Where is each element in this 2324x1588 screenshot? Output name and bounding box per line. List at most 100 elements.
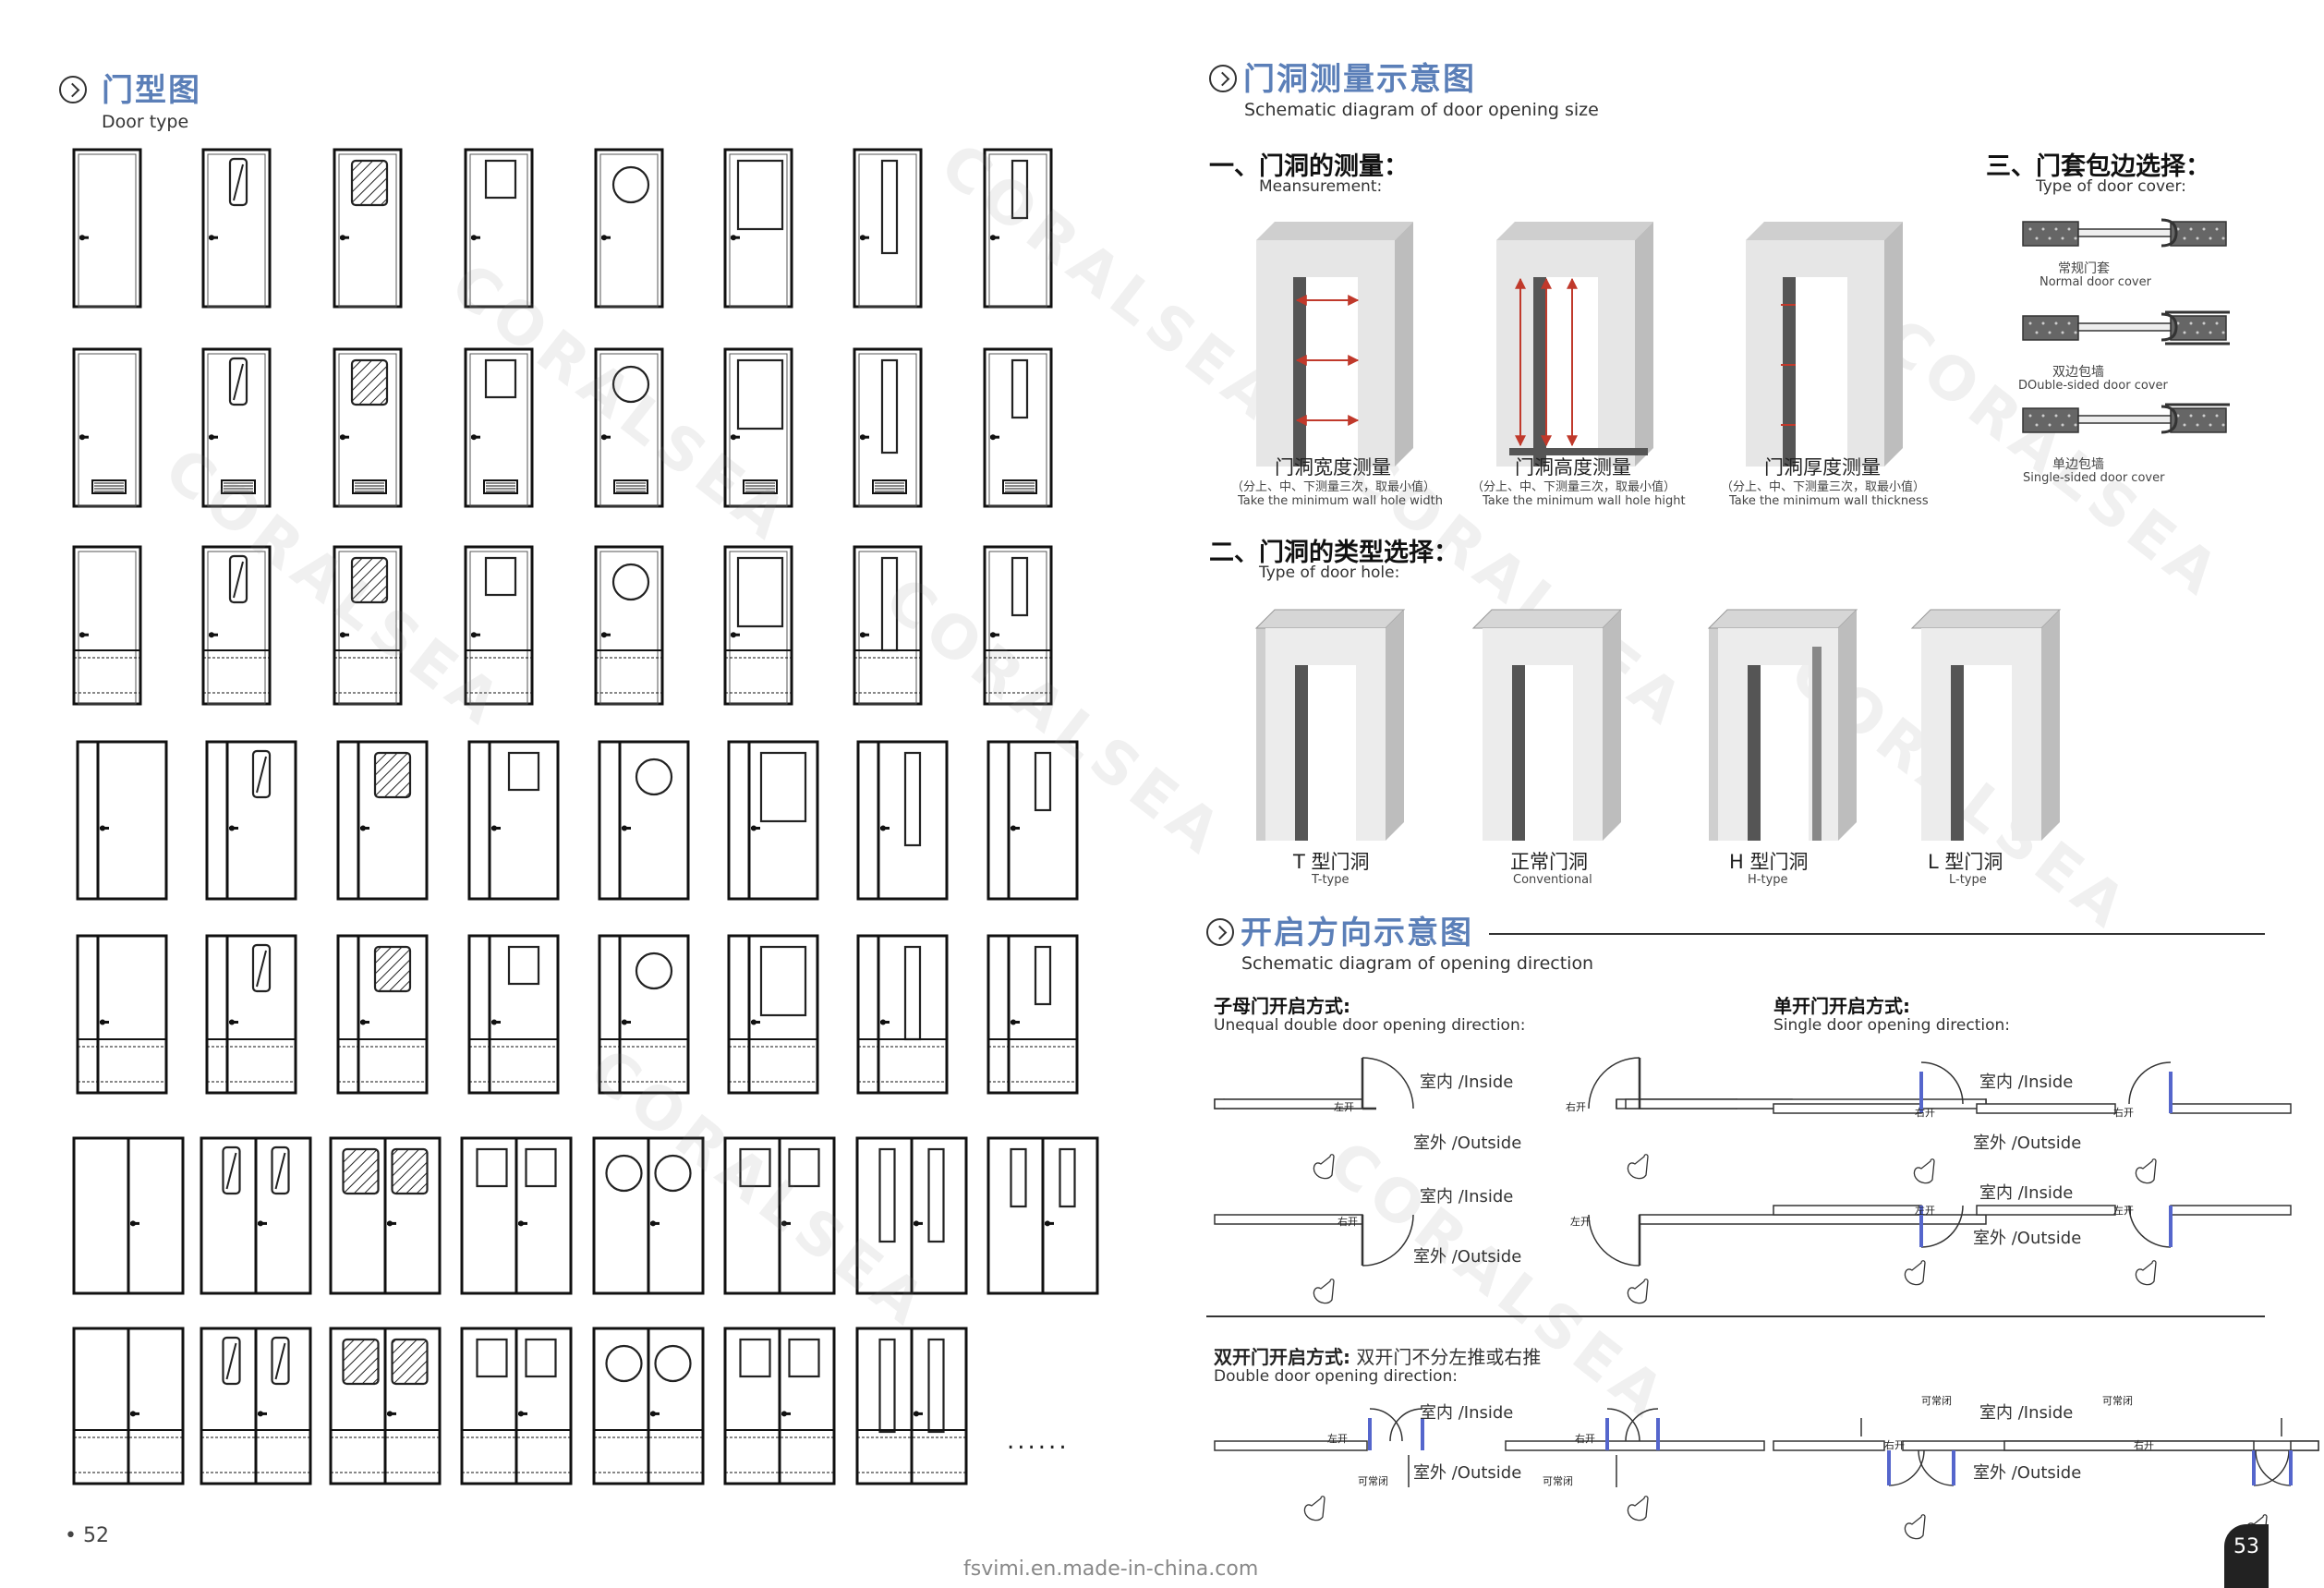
door-handle-knob — [914, 1411, 919, 1417]
hand-push-icon — [1303, 1496, 1325, 1521]
opening-size-subtitle: Schematic diagram of door opening size — [1244, 100, 1599, 120]
wall-section — [1773, 1205, 1922, 1216]
door-leaf — [599, 353, 659, 507]
wall-side — [1884, 222, 1903, 467]
door-leaf — [338, 353, 397, 507]
swing-arc — [1362, 1057, 1414, 1109]
swing-arc — [2255, 1449, 2292, 1486]
door-icon — [855, 1327, 968, 1485]
door-icon — [329, 1327, 442, 1485]
door-handle-knob — [601, 632, 607, 638]
door-window — [350, 556, 389, 604]
door-leaf-section — [2077, 322, 2172, 332]
door-window — [927, 1338, 945, 1434]
door-handle-knob — [340, 235, 345, 241]
door-icon — [853, 347, 923, 508]
door-handle-knob — [518, 1411, 524, 1417]
wall-texture — [2041, 227, 2045, 231]
section-chevron-icon — [1209, 65, 1237, 92]
door-window — [228, 157, 248, 207]
door-icon — [723, 545, 793, 706]
wall-section — [1773, 1440, 1885, 1451]
door-icon — [76, 740, 168, 901]
wall-texture — [2035, 236, 2039, 240]
single-cover-label: 单边包墙 — [2052, 457, 2104, 472]
door-handle-knob — [601, 235, 607, 241]
door-window — [927, 1147, 945, 1243]
door-handle-knob — [860, 632, 865, 638]
door-window — [228, 554, 248, 604]
door-window — [251, 749, 272, 799]
wall-top — [1471, 609, 1623, 629]
door-frame — [594, 545, 664, 706]
door-hole-diagram — [1254, 609, 1406, 841]
left-open-label: 左开 — [2113, 1205, 2134, 1217]
door-window — [654, 1154, 692, 1193]
door-handle-knob — [340, 434, 345, 441]
door-handle-knob — [79, 434, 85, 441]
wall-texture — [2067, 321, 2071, 325]
door-cover-diagram — [2022, 403, 2230, 434]
door-leaf — [729, 551, 788, 705]
wall-texture — [2074, 331, 2077, 334]
measurement-diagrams — [1256, 218, 2230, 467]
door-icon — [594, 545, 664, 706]
wall-side — [2041, 610, 2060, 841]
door-window — [903, 751, 922, 847]
door-leaf — [78, 153, 137, 308]
door-frame — [76, 934, 168, 1095]
single-heading: 单开门开启方式: — [1773, 995, 1910, 1017]
door-window — [1011, 556, 1029, 617]
swing-arc — [2253, 1449, 2290, 1486]
door-leaf — [729, 153, 788, 308]
door-handle-knob — [471, 632, 477, 638]
swing-arc — [1920, 1061, 1964, 1105]
door-icon — [333, 545, 403, 706]
normally-closed-label: 可常闭 — [2102, 1395, 2133, 1407]
door-icon — [598, 740, 690, 901]
door-leaf — [599, 551, 659, 705]
door-icon — [727, 740, 819, 901]
section-chevron-icon — [59, 76, 87, 103]
section-chevron-icon — [1206, 918, 1234, 946]
door-handle-knob — [880, 825, 886, 831]
hand-push-icon — [1627, 1154, 1649, 1180]
width-measure-label: 门洞宽度测量 — [1275, 456, 1391, 479]
door-window — [1011, 358, 1029, 419]
conventional-en: Conventional — [1513, 873, 1592, 887]
inside-label: 室内 /Inside — [1979, 1403, 2074, 1423]
wall-section — [1214, 1440, 1368, 1451]
door-window — [736, 358, 784, 430]
door-frame — [856, 740, 949, 901]
wall-texture — [2189, 227, 2193, 231]
door-frame — [594, 148, 664, 309]
door-handle-knob — [860, 434, 865, 441]
door-icon — [205, 740, 297, 901]
wall-face — [1496, 240, 1635, 467]
opening-direction-title: 开启方向示意图 — [1241, 915, 1473, 952]
door-frame — [201, 148, 272, 309]
wall-section — [1976, 1103, 2116, 1114]
door-handle-knob — [731, 632, 736, 638]
width-measure-en: Take the minimum wall hole width — [1238, 494, 1443, 508]
door-window — [342, 1338, 380, 1386]
wall-texture — [2028, 321, 2032, 325]
door-handle-knob — [258, 1411, 263, 1417]
normal-cover-en: Normal door cover — [2040, 275, 2151, 289]
measure-heading-en: Meansurement: — [1259, 177, 1383, 196]
normally-closed-label: 可常闭 — [1543, 1475, 1573, 1487]
normally-closed-label: 可常闭 — [1921, 1395, 1952, 1407]
inside-label: 室内 /Inside — [1420, 1187, 1514, 1206]
door-handle-knob — [914, 1220, 919, 1227]
door-frame — [983, 148, 1053, 309]
door-handle-knob — [209, 632, 214, 638]
normally-closed-label: 可常闭 — [1358, 1475, 1388, 1487]
door-handle-knob — [100, 825, 105, 831]
door-icon — [594, 347, 664, 508]
door-window — [739, 1147, 771, 1188]
outside-label: 室外 /Outside — [1413, 1247, 1522, 1267]
door-frame — [467, 740, 560, 901]
wall-block — [2022, 315, 2079, 341]
section-divider — [1206, 1315, 2265, 1317]
door-handle-knob — [731, 235, 736, 241]
